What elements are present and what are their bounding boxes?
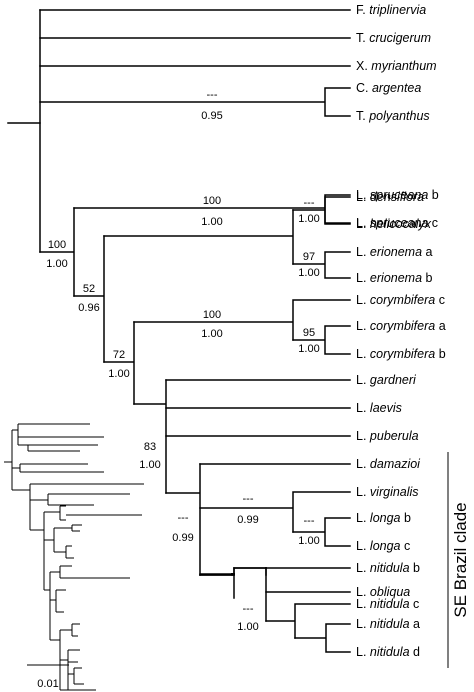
support-bottom: 1.00 xyxy=(298,343,319,355)
tip-label: L. erionema a xyxy=(356,245,433,259)
clade-label: SE Brazil clade xyxy=(451,502,470,617)
branch-virginalis-longa xyxy=(199,491,351,533)
support-top: 97 xyxy=(303,251,315,263)
support-bottom: 1.00 xyxy=(237,621,258,633)
support-values: --- 0.95 100 1.00 --- 1.00 97 1.00 100 1… xyxy=(46,89,319,633)
tip-label: L. puberula xyxy=(356,429,419,443)
support-bottom: 0.99 xyxy=(237,514,258,526)
branch-longa xyxy=(292,517,351,547)
support-top: --- xyxy=(243,603,254,615)
tip-label: L. laevis xyxy=(356,401,402,415)
tip-label: L. virginalis xyxy=(356,485,419,499)
support-bottom: 0.95 xyxy=(201,110,222,122)
support-bottom: 1.00 xyxy=(201,216,222,228)
branch-densiflora-helicocalyx xyxy=(292,196,351,225)
support-top: 100 xyxy=(203,309,221,321)
branch-node-52 xyxy=(73,235,105,363)
scale-label: 0.01 xyxy=(37,678,58,690)
tip-label: L. longa c xyxy=(356,539,410,553)
support-top: --- xyxy=(304,515,315,527)
tip-label: L. nitidula a xyxy=(356,617,420,631)
branch-corymbifera-clade xyxy=(133,299,351,341)
support-bottom: 0.99 xyxy=(172,532,193,544)
branch-nitidula-bracket xyxy=(233,567,267,599)
branch-argentea-polyanthus xyxy=(39,87,351,117)
branch-nitidula-c-clade xyxy=(265,603,351,639)
tip-label: L. erionema b xyxy=(356,271,433,285)
tip-labels: F. triplinervia T. crucigerum X. myriant… xyxy=(356,3,446,659)
support-top: --- xyxy=(243,493,254,505)
support-top: 83 xyxy=(144,441,156,453)
tip-label: L. nitidula c xyxy=(356,597,419,611)
tip-label: T. crucigerum xyxy=(356,31,431,45)
se-brazil-clade-bracket: SE Brazil clade xyxy=(447,452,470,668)
support-bottom: 0.96 xyxy=(78,302,99,314)
support-bottom: 1.00 xyxy=(108,368,129,380)
branch-node-83 xyxy=(133,379,167,494)
support-bottom: 1.00 xyxy=(201,328,222,340)
tip-label: L. obliqua xyxy=(356,585,410,599)
tip-label: L. spruceana c xyxy=(356,216,438,230)
support-top: 100 xyxy=(203,195,221,207)
branch-erionema xyxy=(292,251,351,279)
tip-label: L. densiflora xyxy=(356,190,424,204)
branch-ingroup xyxy=(39,207,75,297)
support-bottom: 1.00 xyxy=(298,267,319,279)
support-top: --- xyxy=(304,197,315,209)
branch-densiflora-erionema xyxy=(103,209,294,265)
support-top: --- xyxy=(207,89,218,101)
branch-se-brazil xyxy=(165,463,201,576)
support-top: 100 xyxy=(48,239,66,251)
tip-label: T. polyanthus xyxy=(356,109,430,123)
support-bottom: 1.00 xyxy=(139,459,160,471)
tree-branches xyxy=(7,9,351,653)
tip-label: F. triplinervia xyxy=(356,3,426,17)
tip-label: L. corymbifera b xyxy=(356,347,446,361)
tip-label: L. nitidula d xyxy=(356,645,420,659)
tip-label: L. spruceana b xyxy=(356,188,439,202)
inset-branches xyxy=(4,423,144,691)
tip-label: X. myrianthum xyxy=(356,59,437,73)
support-bottom: 1.00 xyxy=(298,535,319,547)
support-bottom: 1.00 xyxy=(298,213,319,225)
support-top: --- xyxy=(178,512,189,524)
tip-label: L. helicocalyx xyxy=(356,217,432,231)
support-top: 95 xyxy=(303,327,315,339)
branch-nitidula-ad xyxy=(294,623,351,653)
tip-label: C. argentea xyxy=(356,81,421,95)
support-top: 52 xyxy=(83,283,95,295)
tip-label: L. damazioi xyxy=(356,457,421,471)
tip-label: L. corymbifera a xyxy=(356,319,446,333)
support-top: 72 xyxy=(113,349,125,361)
tip-label: L. nitidula b xyxy=(356,561,420,575)
branch-node-72 xyxy=(103,321,135,405)
inset-phylogram: 0.01 xyxy=(4,423,144,691)
branch-corymbifera-ab xyxy=(292,325,351,355)
support-bottom: 1.00 xyxy=(46,258,67,270)
tip-label: L. longa b xyxy=(356,511,411,525)
tip-label: L. gardneri xyxy=(356,373,417,387)
tip-label: L. corymbifera c xyxy=(356,293,445,307)
